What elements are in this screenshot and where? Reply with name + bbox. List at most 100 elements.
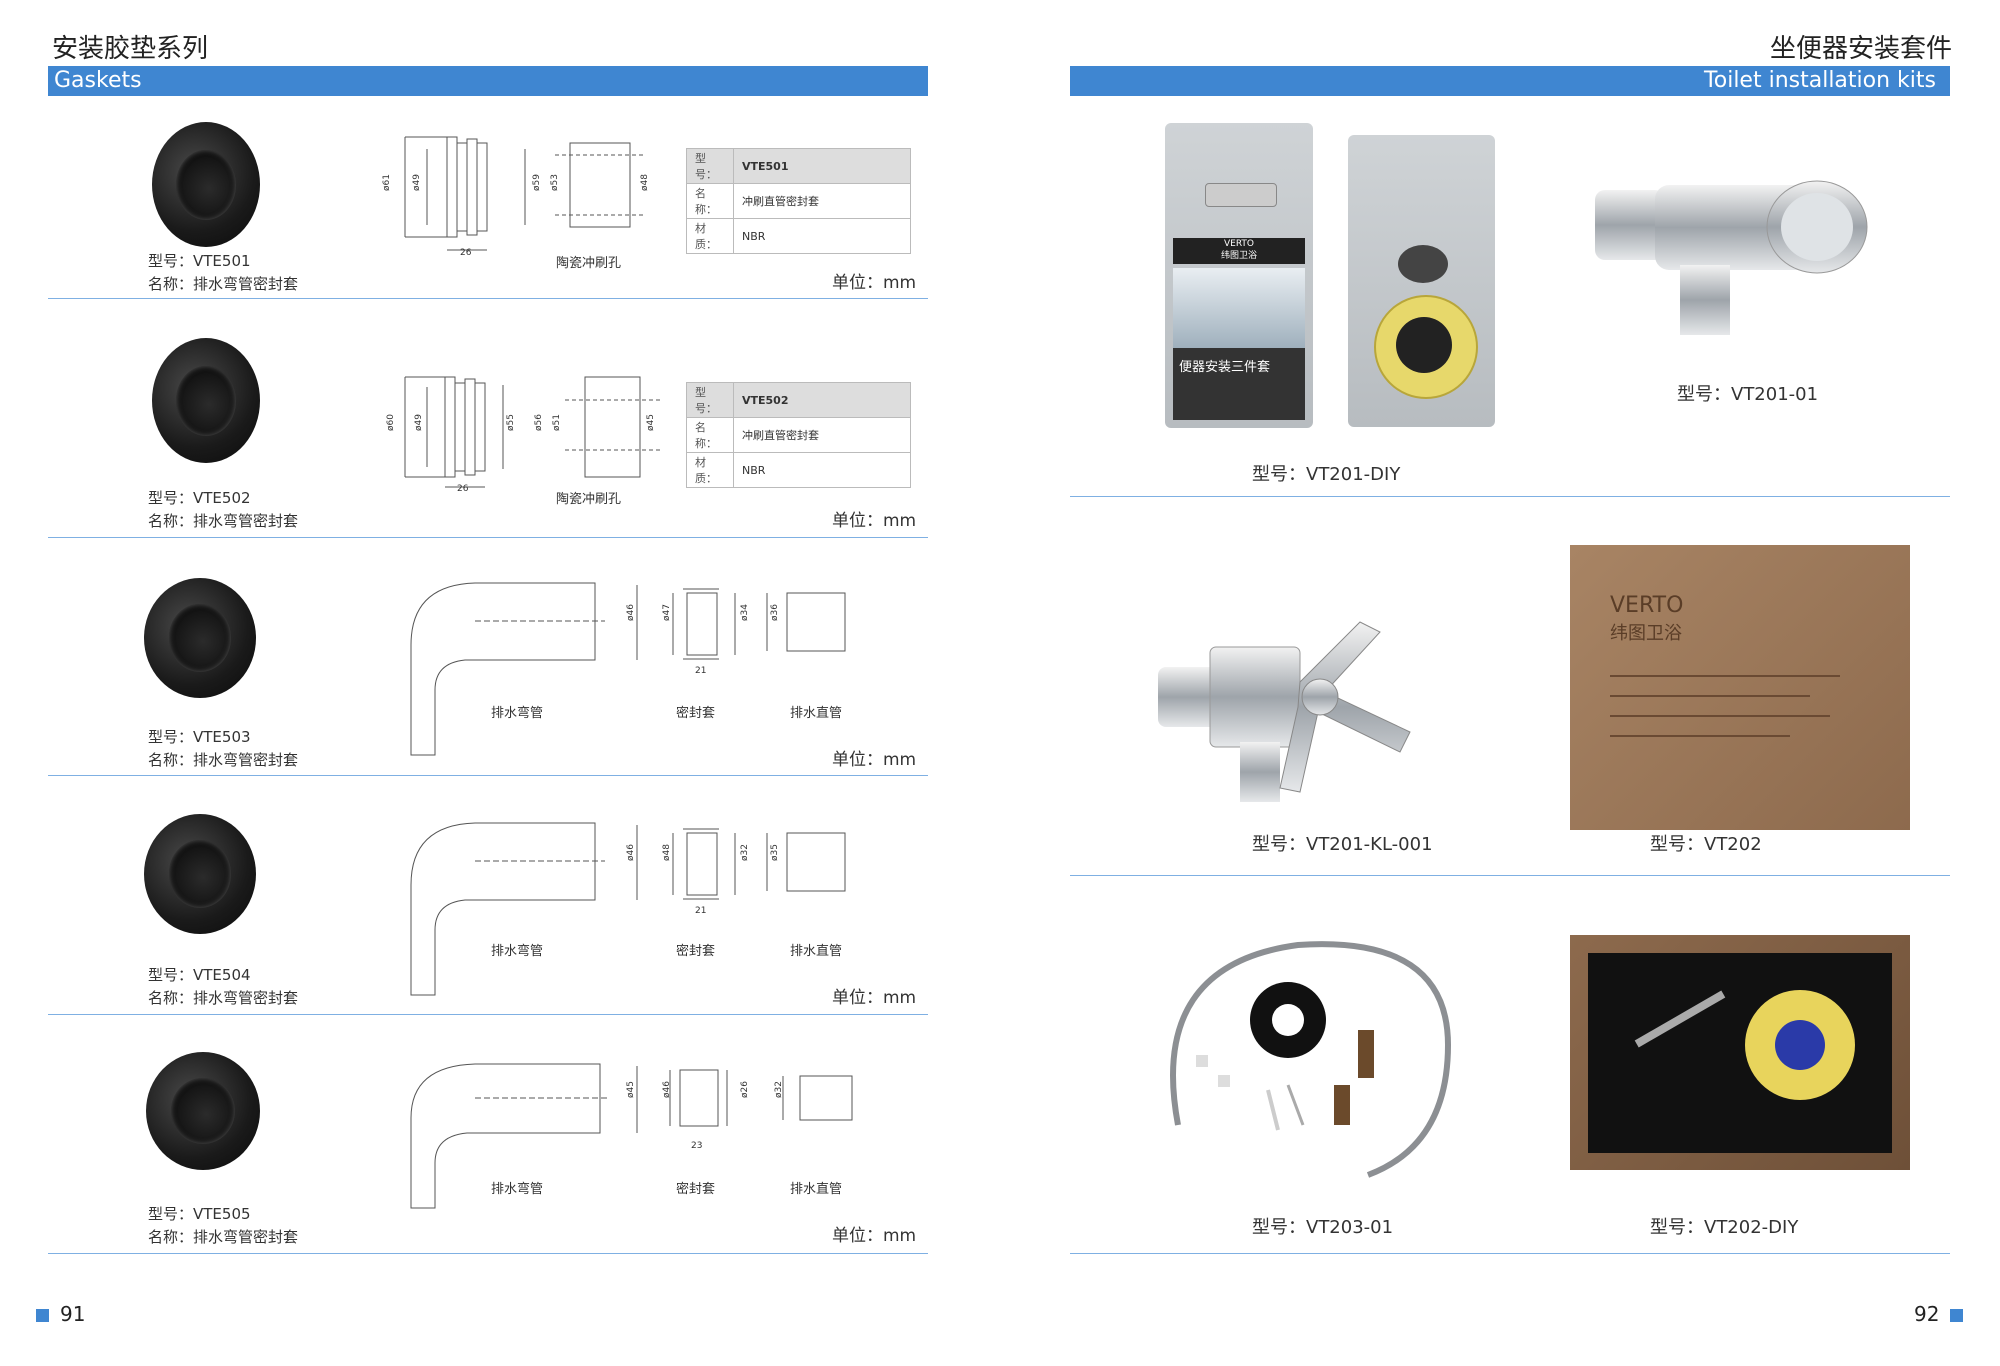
gasket-drawing: ø61 ø49 26 ø59 ø53 ø48 bbox=[382, 136, 650, 258]
page-number-right: 92 bbox=[1914, 1302, 1940, 1326]
spec-table: 型号：VTE501 名称：冲刷直管密封套 材质：NBR bbox=[686, 148, 911, 254]
row-divider bbox=[48, 298, 928, 299]
dim-label: ø53 bbox=[550, 174, 560, 191]
spec-table: 型号：VTE502 名称：冲刷直管密封套 材质：NBR bbox=[686, 382, 911, 488]
spec-key: 型号： bbox=[686, 148, 734, 184]
dim-label: ø49 bbox=[412, 174, 422, 191]
drawing-label: 排水弯管 bbox=[491, 944, 544, 959]
dim-label: 23 bbox=[691, 1141, 702, 1151]
spec-key: 名称： bbox=[686, 417, 734, 453]
unit-label: 单位：mm bbox=[832, 1226, 917, 1246]
dim-label: ø55 bbox=[506, 414, 516, 431]
gasket-name: 名称：排水弯管密封套 bbox=[148, 751, 299, 769]
gasket-name: 名称：排水弯管密封套 bbox=[148, 989, 299, 1007]
dim-label: ø36 bbox=[770, 604, 780, 621]
row-divider bbox=[1070, 875, 1950, 876]
spec-value: 冲刷直管密封套 bbox=[733, 183, 911, 219]
gasket-info: 型号：VTE505 名称：排水弯管密封套 bbox=[148, 1203, 298, 1249]
gasket-photo bbox=[152, 122, 260, 247]
dim-label: ø46 bbox=[626, 604, 636, 621]
spec-key: 名称： bbox=[686, 183, 734, 219]
spec-value: NBR bbox=[733, 218, 911, 254]
dim-label: ø32 bbox=[740, 844, 750, 861]
gasket-model: 型号：VTE502 bbox=[148, 489, 251, 507]
dim-label: ø60 bbox=[386, 414, 396, 431]
row-divider bbox=[48, 1014, 928, 1015]
product-label: 型号：VT202 bbox=[1650, 834, 1762, 855]
dim-label: ø59 bbox=[532, 174, 542, 191]
product-photo-vt202-diy bbox=[1570, 935, 1910, 1170]
gasket-model: 型号：VTE503 bbox=[148, 728, 251, 746]
row-divider bbox=[48, 537, 928, 538]
dim-label: 21 bbox=[695, 906, 706, 916]
product-photo-vt201-01 bbox=[1595, 180, 1868, 335]
drawing-label: 密封套 bbox=[676, 706, 716, 721]
pack-brand: VERTO bbox=[1223, 239, 1255, 249]
dim-label: ø48 bbox=[662, 844, 672, 861]
dim-label: ø56 bbox=[534, 414, 544, 431]
spec-value: NBR bbox=[733, 452, 911, 488]
spec-key: 型号： bbox=[686, 382, 734, 418]
product-photo-vt203-01 bbox=[1170, 941, 1452, 1178]
gasket-photo bbox=[146, 1052, 260, 1170]
dim-label: ø45 bbox=[646, 414, 656, 431]
drawing-label: 陶瓷冲刷孔 bbox=[556, 492, 622, 507]
right-page-title-en: Toilet installation kits bbox=[1704, 68, 1936, 93]
right-page-title-cn: 坐便器安装套件 bbox=[1770, 34, 1953, 64]
unit-label: 单位：mm bbox=[832, 988, 917, 1008]
row-divider bbox=[48, 1253, 928, 1254]
dim-label: ø34 bbox=[740, 604, 750, 621]
dim-label: 26 bbox=[460, 248, 472, 258]
gasket-info: 型号：VTE502 名称：排水弯管密封套 bbox=[148, 487, 298, 533]
drawing-label: 排水直管 bbox=[790, 706, 843, 721]
box-brand: VERTO bbox=[1610, 593, 1684, 618]
gasket-name: 名称：排水弯管密封套 bbox=[148, 1228, 299, 1246]
gasket-model: 型号：VTE501 bbox=[148, 252, 251, 270]
gasket-drawing: ø46 ø48 ø32 ø35 21 bbox=[410, 822, 846, 996]
gasket-name: 名称：排水弯管密封套 bbox=[148, 512, 299, 530]
unit-label: 单位：mm bbox=[832, 273, 917, 293]
drawing-label: 密封套 bbox=[676, 1182, 716, 1197]
dim-label: ø26 bbox=[740, 1081, 750, 1098]
product-label: 型号：VT201-01 bbox=[1677, 384, 1819, 405]
drawing-label: 排水弯管 bbox=[491, 706, 544, 721]
dim-label: ø46 bbox=[662, 1081, 672, 1098]
dim-label: ø47 bbox=[662, 604, 672, 621]
gasket-model: 型号：VTE505 bbox=[148, 1205, 251, 1223]
spec-value: 冲刷直管密封套 bbox=[733, 417, 911, 453]
product-photo-vt201-kl-001 bbox=[1158, 621, 1411, 802]
product-label: 型号：VT203-01 bbox=[1252, 1217, 1394, 1238]
left-page-title-cn: 安装胶垫系列 bbox=[52, 34, 209, 64]
spec-key: 材质： bbox=[686, 218, 734, 254]
gasket-info: 型号：VTE504 名称：排水弯管密封套 bbox=[148, 964, 298, 1010]
product-label: 型号：VT201-DIY bbox=[1252, 464, 1401, 485]
spec-key: 材质： bbox=[686, 452, 734, 488]
dim-label: ø45 bbox=[626, 1081, 636, 1098]
gasket-drawing: ø60 ø49 26 ø55 ø56 ø51 ø45 bbox=[386, 376, 660, 494]
dim-label: ø46 bbox=[626, 844, 636, 861]
drawing-label: 排水直管 bbox=[790, 944, 843, 959]
gasket-name: 名称：排水弯管密封套 bbox=[148, 275, 299, 293]
row-divider bbox=[48, 775, 928, 776]
page-marker-icon bbox=[36, 1309, 49, 1322]
product-photo-vt201-diy: VERTO 纬图卫浴 便器安装三件套 bbox=[1165, 123, 1495, 428]
gasket-info: 型号：VTE503 名称：排水弯管密封套 bbox=[148, 726, 298, 772]
dim-label: ø35 bbox=[770, 844, 780, 861]
product-label: 型号：VT202-DIY bbox=[1650, 1217, 1799, 1238]
drawing-label: 排水弯管 bbox=[491, 1182, 544, 1197]
gasket-model: 型号：VTE504 bbox=[148, 966, 251, 984]
unit-label: 单位：mm bbox=[832, 750, 917, 770]
dim-label: ø49 bbox=[414, 414, 424, 431]
gasket-photo bbox=[144, 578, 256, 698]
dim-label: ø48 bbox=[640, 174, 650, 191]
product-photo-vt202: VERTO 纬图卫浴 bbox=[1570, 545, 1910, 830]
product-label: 型号：VT201-KL-001 bbox=[1252, 834, 1433, 855]
pack-brand-cn: 纬图卫浴 bbox=[1220, 251, 1257, 261]
box-brand-cn: 纬图卫浴 bbox=[1610, 623, 1682, 644]
gasket-drawing: ø45 ø46 ø26 ø32 23 bbox=[410, 1063, 853, 1209]
left-page-title-bar: Gaskets bbox=[48, 66, 928, 96]
dim-label: 26 bbox=[457, 484, 469, 494]
row-divider bbox=[1070, 496, 1950, 497]
right-page-title-bar: Toilet installation kits bbox=[1070, 66, 1950, 96]
page-number-left: 91 bbox=[60, 1302, 86, 1326]
